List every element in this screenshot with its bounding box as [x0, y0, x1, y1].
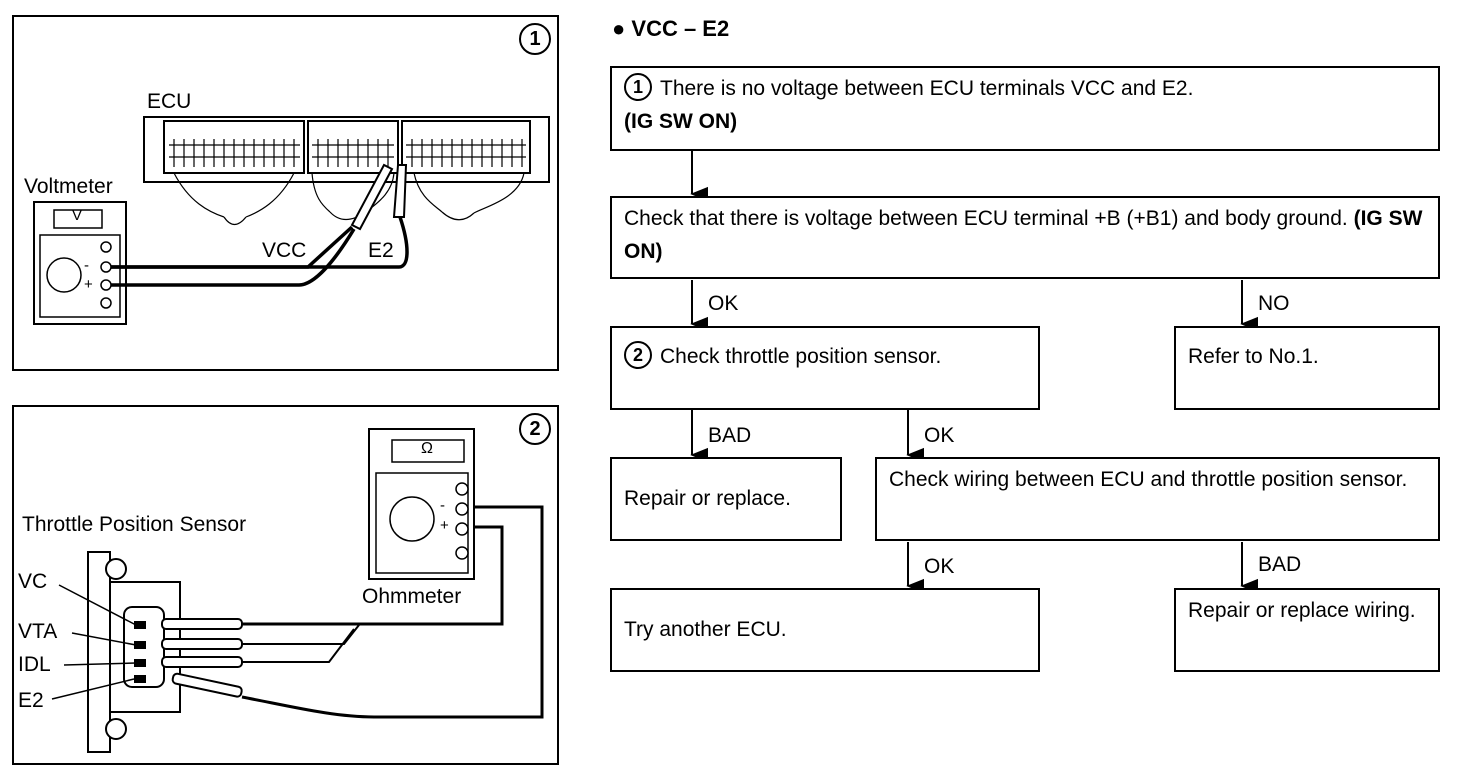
step-check-throttle-text: Check throttle position sensor.	[660, 345, 942, 368]
ohmmeter-label: Ohmmeter	[362, 585, 462, 608]
ecu-label: ECU	[147, 90, 192, 113]
flowchart-title: ● VCC – E2	[612, 16, 730, 41]
label-ok-1: OK	[708, 292, 739, 315]
voltmeter-minus-label: -	[84, 257, 89, 274]
label-ok-2: OK	[924, 424, 955, 447]
step-check-battery-voltage: Check that there is voltage between ECU …	[610, 196, 1440, 279]
voltmeter-face-label: V	[72, 207, 83, 224]
step-repair-wiring: Repair or replace wiring.	[1174, 588, 1440, 672]
step-repair-wiring-text: Repair or replace wiring.	[1188, 599, 1416, 622]
figure-number-2: 2	[519, 413, 551, 445]
ohmmeter-plus-label: +	[440, 517, 449, 534]
step-no-voltage-condition: (IG SW ON)	[624, 110, 738, 133]
step-number-1: 1	[624, 73, 652, 102]
label-bad-2: BAD	[1258, 553, 1302, 576]
step-number-2: 2	[624, 341, 652, 370]
ohmmeter-minus-label: -	[440, 497, 445, 514]
e2-label: E2	[368, 239, 394, 262]
step-try-another-ecu: Try another ECU.	[610, 588, 1040, 672]
step-refer-no1: Refer to No.1.	[1174, 326, 1440, 410]
step-try-ecu-text: Try another ECU.	[624, 618, 787, 641]
step-refer-text: Refer to No.1.	[1188, 345, 1319, 368]
label-bad-1: BAD	[708, 424, 752, 447]
sensor-ohmmeter-drawing	[51, 428, 544, 753]
figure-voltmeter-check: 1 ECU Voltmeter V - + VCC E2	[12, 15, 559, 371]
step-no-voltage-text: There is no voltage between ECU terminal…	[660, 77, 1194, 100]
step-check-battery-text: Check that there is voltage between ECU …	[624, 207, 1348, 230]
figure-ohmmeter-check: 2 Throttle Position Sensor Ω - + Ohmmete…	[12, 405, 559, 765]
vc-terminal-label: VC	[18, 570, 48, 593]
step-no-voltage: 1 There is no voltage between ECU termina…	[610, 66, 1440, 151]
e2-terminal-label: E2	[18, 689, 44, 712]
step-check-wiring-text: Check wiring between ECU and throttle po…	[889, 468, 1408, 491]
label-ok-3: OK	[924, 555, 955, 578]
label-no: NO	[1258, 292, 1290, 315]
ecu-voltmeter-drawing	[33, 116, 550, 325]
idl-terminal-label: IDL	[18, 653, 51, 676]
voltmeter-plus-label: +	[84, 276, 93, 293]
throttle-sensor-label: Throttle Position Sensor	[22, 513, 247, 536]
voltmeter-label: Voltmeter	[24, 175, 113, 198]
ohmmeter-face-label: Ω	[421, 440, 433, 457]
step-check-throttle-sensor: 2 Check throttle position sensor.	[610, 326, 1040, 410]
step-repair-text: Repair or replace.	[624, 487, 791, 510]
vta-terminal-label: VTA	[18, 620, 58, 643]
vcc-label: VCC	[262, 239, 307, 262]
step-repair-replace: Repair or replace.	[610, 457, 842, 541]
step-check-wiring: Check wiring between ECU and throttle po…	[875, 457, 1440, 541]
step-check-battery-condition: (IG SW ON)	[624, 207, 1423, 263]
figure-number-1: 1	[519, 23, 551, 55]
